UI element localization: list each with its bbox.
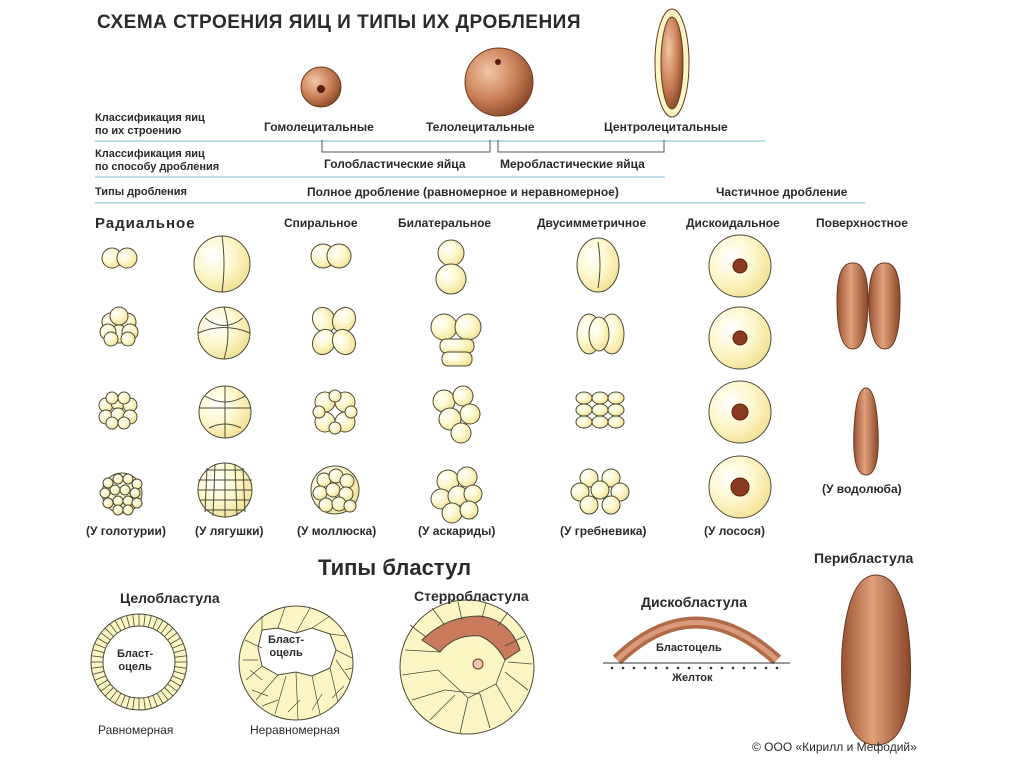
blastocoel-label-3: Бластоцель [656,642,722,654]
bilateral-stage-8 [432,385,481,444]
bisymmetric-stage-16 [570,468,630,515]
discoidal-stage-1 [708,234,772,298]
label-discoblastula: Дискобластула [641,594,747,610]
superficial-stage-2 [853,387,879,476]
label-homolecithal: Гомолецитальные [264,120,374,134]
discoidal-stage-4 [708,455,772,519]
frog-stage-2 [193,235,251,293]
frog-stage-16 [198,385,252,439]
column-spiral: Спиральное [284,216,358,230]
label-telolecithal: Телолецитальные [426,120,535,134]
bilateral-stage-4 [430,313,482,367]
label-meroblastic: Меробластические яйца [500,157,645,171]
example-salmon: (У лосося) [704,524,765,538]
coeloblastula-nonuniform [238,605,354,721]
frog-stage-32 [197,462,253,518]
spiral-stage-4 [311,306,357,356]
discoidal-stage-2 [708,306,772,370]
bisymmetric-stage-8 [575,391,625,429]
bisymmetric-stage-2 [576,237,620,293]
radial-stage-16 [98,391,138,430]
label-sterroblastula: Стерробластула [414,588,529,604]
label-uniform: Равномерная [98,723,174,737]
example-water-beetle: (У водолюба) [822,482,902,496]
example-mollusk: (У моллюска) [297,524,377,538]
radial-stage-32 [99,472,143,516]
label-centrolecithal: Центролецитальные [604,120,728,134]
blastula-heading: Типы бластул [318,555,472,580]
label-nonuniform: Неравномерная [250,723,340,737]
discoblastula-figure [603,616,790,670]
spiral-stage-2 [310,243,352,269]
discoidal-stage-3 [708,380,772,444]
homolecithal-egg [300,66,342,108]
blastocoel-label-2: Бласт- оцель [268,634,305,660]
frog-stage-8 [197,306,251,360]
bisymmetric-stage-4 [576,313,625,355]
sterroblastula-figure [399,599,535,735]
centrolecithal-egg [654,8,690,118]
example-ctenophore: (У гребневика) [560,524,647,538]
label-holoblastic: Голобластические яйца [324,157,466,171]
spiral-stage-8 [312,389,358,435]
column-bilateral: Билатеральное [398,216,492,230]
bilateral-stage-2 [435,239,467,295]
label-full-cleavage: Полное дробление (равномерное и неравном… [307,185,619,199]
superficial-stage-1 [836,262,901,350]
copyright: © ООО «Кирилл и Мефодий» [752,740,917,754]
spiral-stage-16 [310,465,360,515]
radial-stage-8 [99,306,139,347]
blastocoel-label-1: Бласт- оцель [117,648,154,673]
telolecithal-egg [464,47,534,117]
column-superficial: Поверхностное [816,216,908,230]
coeloblastula-uniform [90,613,188,711]
example-holothuria: (У голотурии) [86,524,166,538]
column-bisymmetric: Двусимметричное [537,216,647,230]
example-frog: (У лягушки) [195,524,264,538]
row-label-cleavage-types: Типы дробления [95,186,187,198]
guide-line-2 [95,176,665,178]
row-label-cleavage-method: Классификация яиц по способу дробления [95,148,220,173]
bilateral-stage-16 [430,466,483,524]
row-label-structure: Классификация яиц по их строению [95,112,205,137]
periblastula-figure [841,574,912,746]
radial-stage-2 [101,247,138,269]
column-radial: Радиальное [95,215,196,232]
column-discoidal: Дискоидальное [686,216,780,230]
label-partial-cleavage: Частичное дробление [716,185,848,199]
label-coeloblastula: Целобластула [120,590,220,606]
example-ascaris: (У аскариды) [418,524,496,538]
guide-line-1 [95,140,765,142]
egg-illustrations [300,8,690,118]
page-title: СХЕМА СТРОЕНИЯ ЯИЦ И ТИПЫ ИХ ДРОБЛЕНИЯ [97,12,581,33]
guide-line-3 [95,202,865,204]
yolk-label: Желток [672,672,713,684]
label-periblastula: Перибластула [814,550,914,566]
